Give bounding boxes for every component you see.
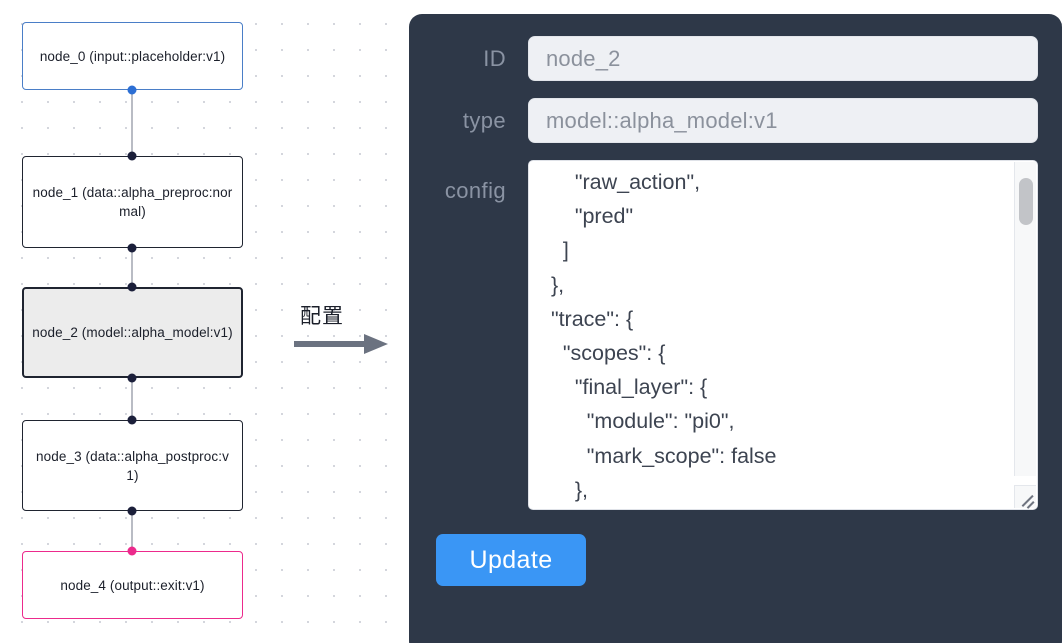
config-textarea[interactable]: "raw_action", "pred" ] }, "trace": { "sc… <box>528 160 1038 510</box>
field-row-id: ID node_2 <box>423 36 1038 81</box>
type-field-label: type <box>462 107 506 133</box>
flow-node-label: node_0 (input::placeholder:v1) <box>39 48 226 64</box>
config-field-label: config <box>444 178 506 203</box>
flow-node-label: node_1 (data::alpha_preproc:normal) <box>32 185 233 219</box>
flow-node-node_2[interactable]: node_2 (model::alpha_model:v1) <box>22 287 243 378</box>
node-handle-target-node_1[interactable] <box>127 151 137 161</box>
field-row-config: config "raw_action", "pred" ] }, "trace"… <box>423 160 1038 510</box>
node-handle-target-node_4[interactable] <box>127 546 137 556</box>
flow-node-node_0[interactable]: node_0 (input::placeholder:v1) <box>22 22 243 90</box>
node-config-panel: ID node_2 type model::alpha_model:v1 con… <box>409 14 1062 643</box>
flow-node-node_4[interactable]: node_4 (output::exit:v1) <box>22 551 243 619</box>
node-handle-target-node_3[interactable] <box>127 415 137 425</box>
node-handle-source-node_1[interactable] <box>127 243 137 253</box>
arrow-right-icon <box>294 334 388 354</box>
id-input[interactable]: node_2 <box>528 36 1038 81</box>
update-button[interactable]: Update <box>436 534 586 586</box>
annotation-label: 配置 <box>300 304 344 328</box>
id-field-label: ID <box>483 45 506 71</box>
flow-node-node_1[interactable]: node_1 (data::alpha_preproc:normal) <box>22 156 243 248</box>
flow-node-label: node_3 (data::alpha_postproc:v1) <box>36 448 229 483</box>
node-handle-source-node_2[interactable] <box>127 373 137 383</box>
resize-handle-icon[interactable] <box>1014 485 1036 509</box>
flow-node-node_3[interactable]: node_3 (data::alpha_postproc:v1) <box>22 420 243 511</box>
field-row-type: type model::alpha_model:v1 <box>423 98 1038 143</box>
config-textarea-value[interactable]: "raw_action", "pred" ] }, "trace": { "sc… <box>550 170 777 502</box>
config-textarea-scrollbar[interactable] <box>1014 162 1036 476</box>
type-input[interactable]: model::alpha_model:v1 <box>528 98 1038 143</box>
node-handle-target-node_2[interactable] <box>127 282 137 292</box>
flow-node-label: node_4 (output::exit:v1) <box>60 577 205 593</box>
node-handle-source-node_0[interactable] <box>127 85 137 95</box>
flow-node-label: node_2 (model::alpha_model:v1) <box>32 325 233 340</box>
flow-graph-pane[interactable]: node_0 (input::placeholder:v1) node_1 (d… <box>0 0 285 643</box>
node-handle-source-node_3[interactable] <box>127 506 137 516</box>
config-textarea-scrollbar-thumb[interactable] <box>1019 178 1033 225</box>
